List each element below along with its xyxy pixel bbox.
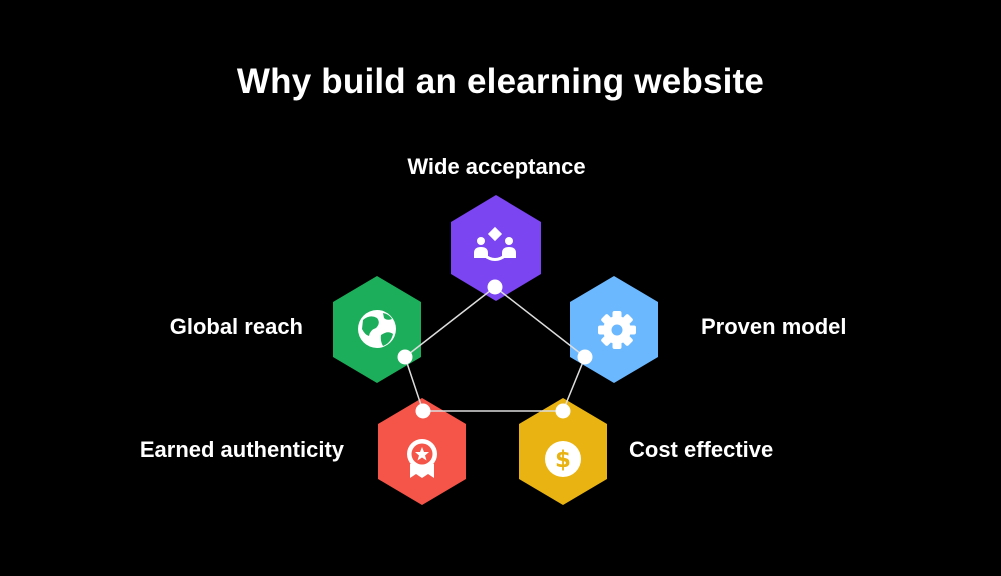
people-handshake-icon <box>474 226 516 261</box>
globe-icon <box>358 310 396 348</box>
page-title: Why build an elearning website <box>236 62 765 101</box>
hexagon-wide-acceptance <box>451 195 541 301</box>
gear-icon <box>598 311 636 349</box>
connector-lines <box>404 286 586 412</box>
award-badge-icon <box>407 439 437 478</box>
label-global-reach: Global reach <box>169 314 303 339</box>
connector-dots <box>397 279 593 419</box>
label-proven-model: Proven model <box>701 314 847 339</box>
svg-text:$: $ <box>555 447 571 473</box>
label-cost-effective: Cost effective <box>629 437 774 462</box>
label-earned-authenticity: Earned authenticity <box>139 437 344 462</box>
label-wide-acceptance: Wide acceptance <box>407 154 586 179</box>
dollar-coin-icon: $ <box>545 441 581 477</box>
